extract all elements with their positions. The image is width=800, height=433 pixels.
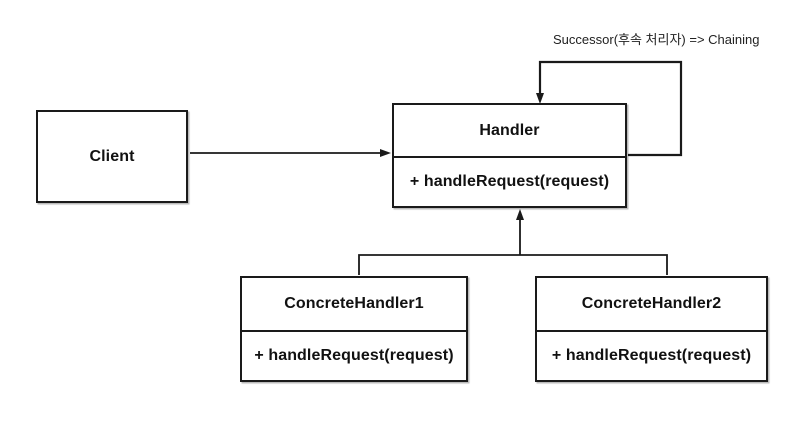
concrete-handler-1-class-name: ConcreteHandler1 <box>284 295 424 312</box>
handler-method-label: + handleRequest(request) <box>394 156 625 206</box>
inheritance-connector <box>358 209 668 275</box>
handler-class-name: Handler <box>479 121 540 139</box>
client-class-box: Client <box>36 110 188 203</box>
client-to-handler-arrow <box>190 149 391 157</box>
handler-class-box: Handler + handleRequest(request) <box>392 103 627 208</box>
concrete-handler-2-class-name: ConcreteHandler2 <box>581 295 722 312</box>
concrete-handler-1-method-label: + handleRequest(request) <box>242 330 466 380</box>
concrete-handler-2-class-box: ConcreteHandler2 + handleRequest(request… <box>535 276 768 382</box>
concrete-handler-2-method-label: + handleRequest(request) <box>537 330 766 380</box>
successor-annotation-label: Successor(후속 처리자) => Chaining <box>553 32 760 47</box>
concrete-handler-1-class-box: ConcreteHandler1 + handleRequest(request… <box>240 276 468 382</box>
client-class-name: Client <box>89 147 135 165</box>
